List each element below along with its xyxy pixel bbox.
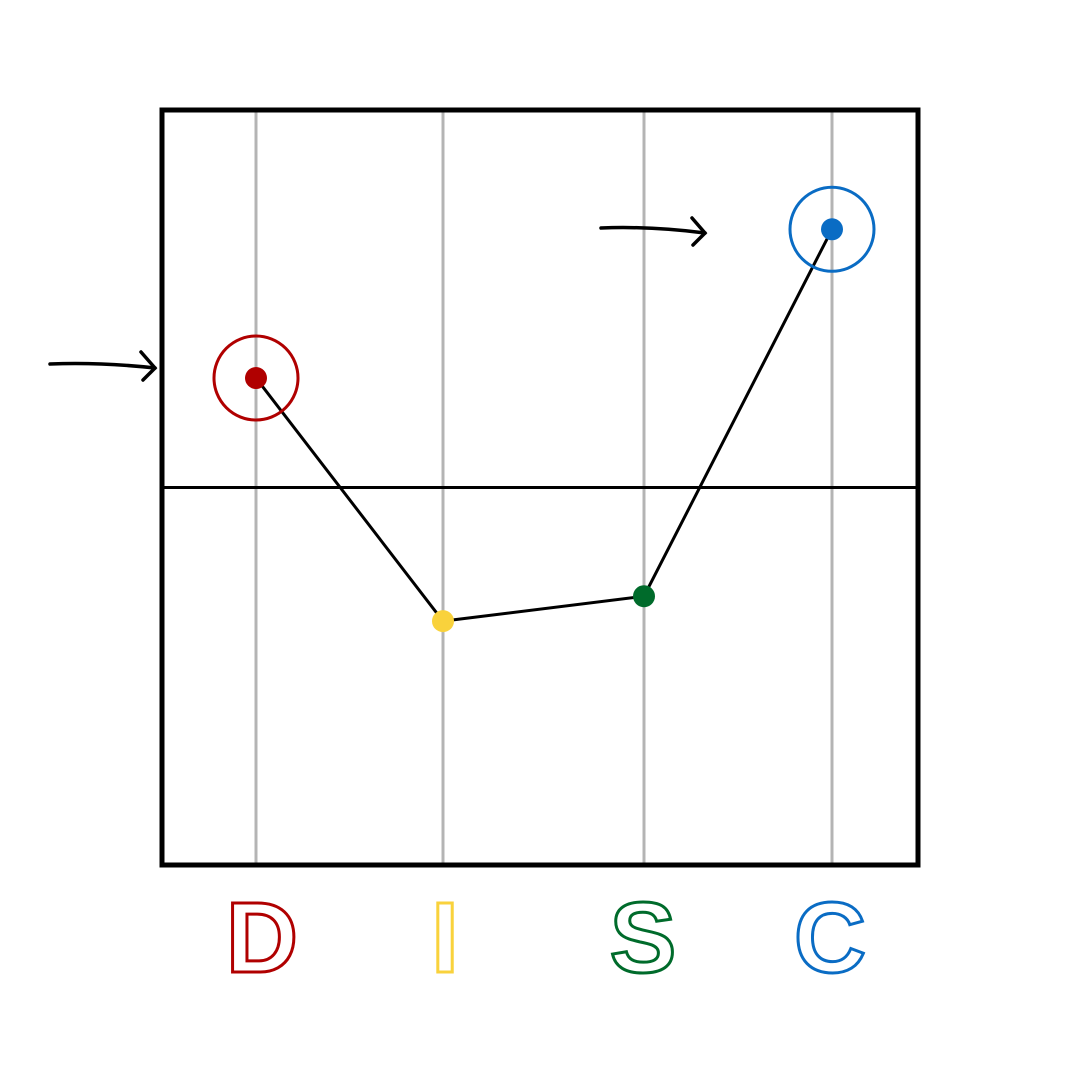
plot-frame	[159, 107, 921, 868]
label-s: S	[608, 882, 678, 994]
label-i: I	[430, 882, 461, 994]
highlight-rings	[212, 185, 876, 422]
profile-line	[254, 228, 834, 623]
highlight-ring-c	[788, 185, 876, 273]
data-point-c	[821, 218, 843, 241]
label-d: D	[224, 882, 299, 994]
data-point-i	[432, 610, 454, 633]
arrow-icon-d	[48, 350, 158, 382]
data-points	[245, 218, 843, 633]
arrow-icon-c	[599, 216, 708, 247]
data-point-d	[245, 367, 267, 390]
data-point-s	[633, 585, 655, 608]
label-c: C	[792, 882, 867, 994]
highlight-ring-d	[212, 334, 300, 422]
